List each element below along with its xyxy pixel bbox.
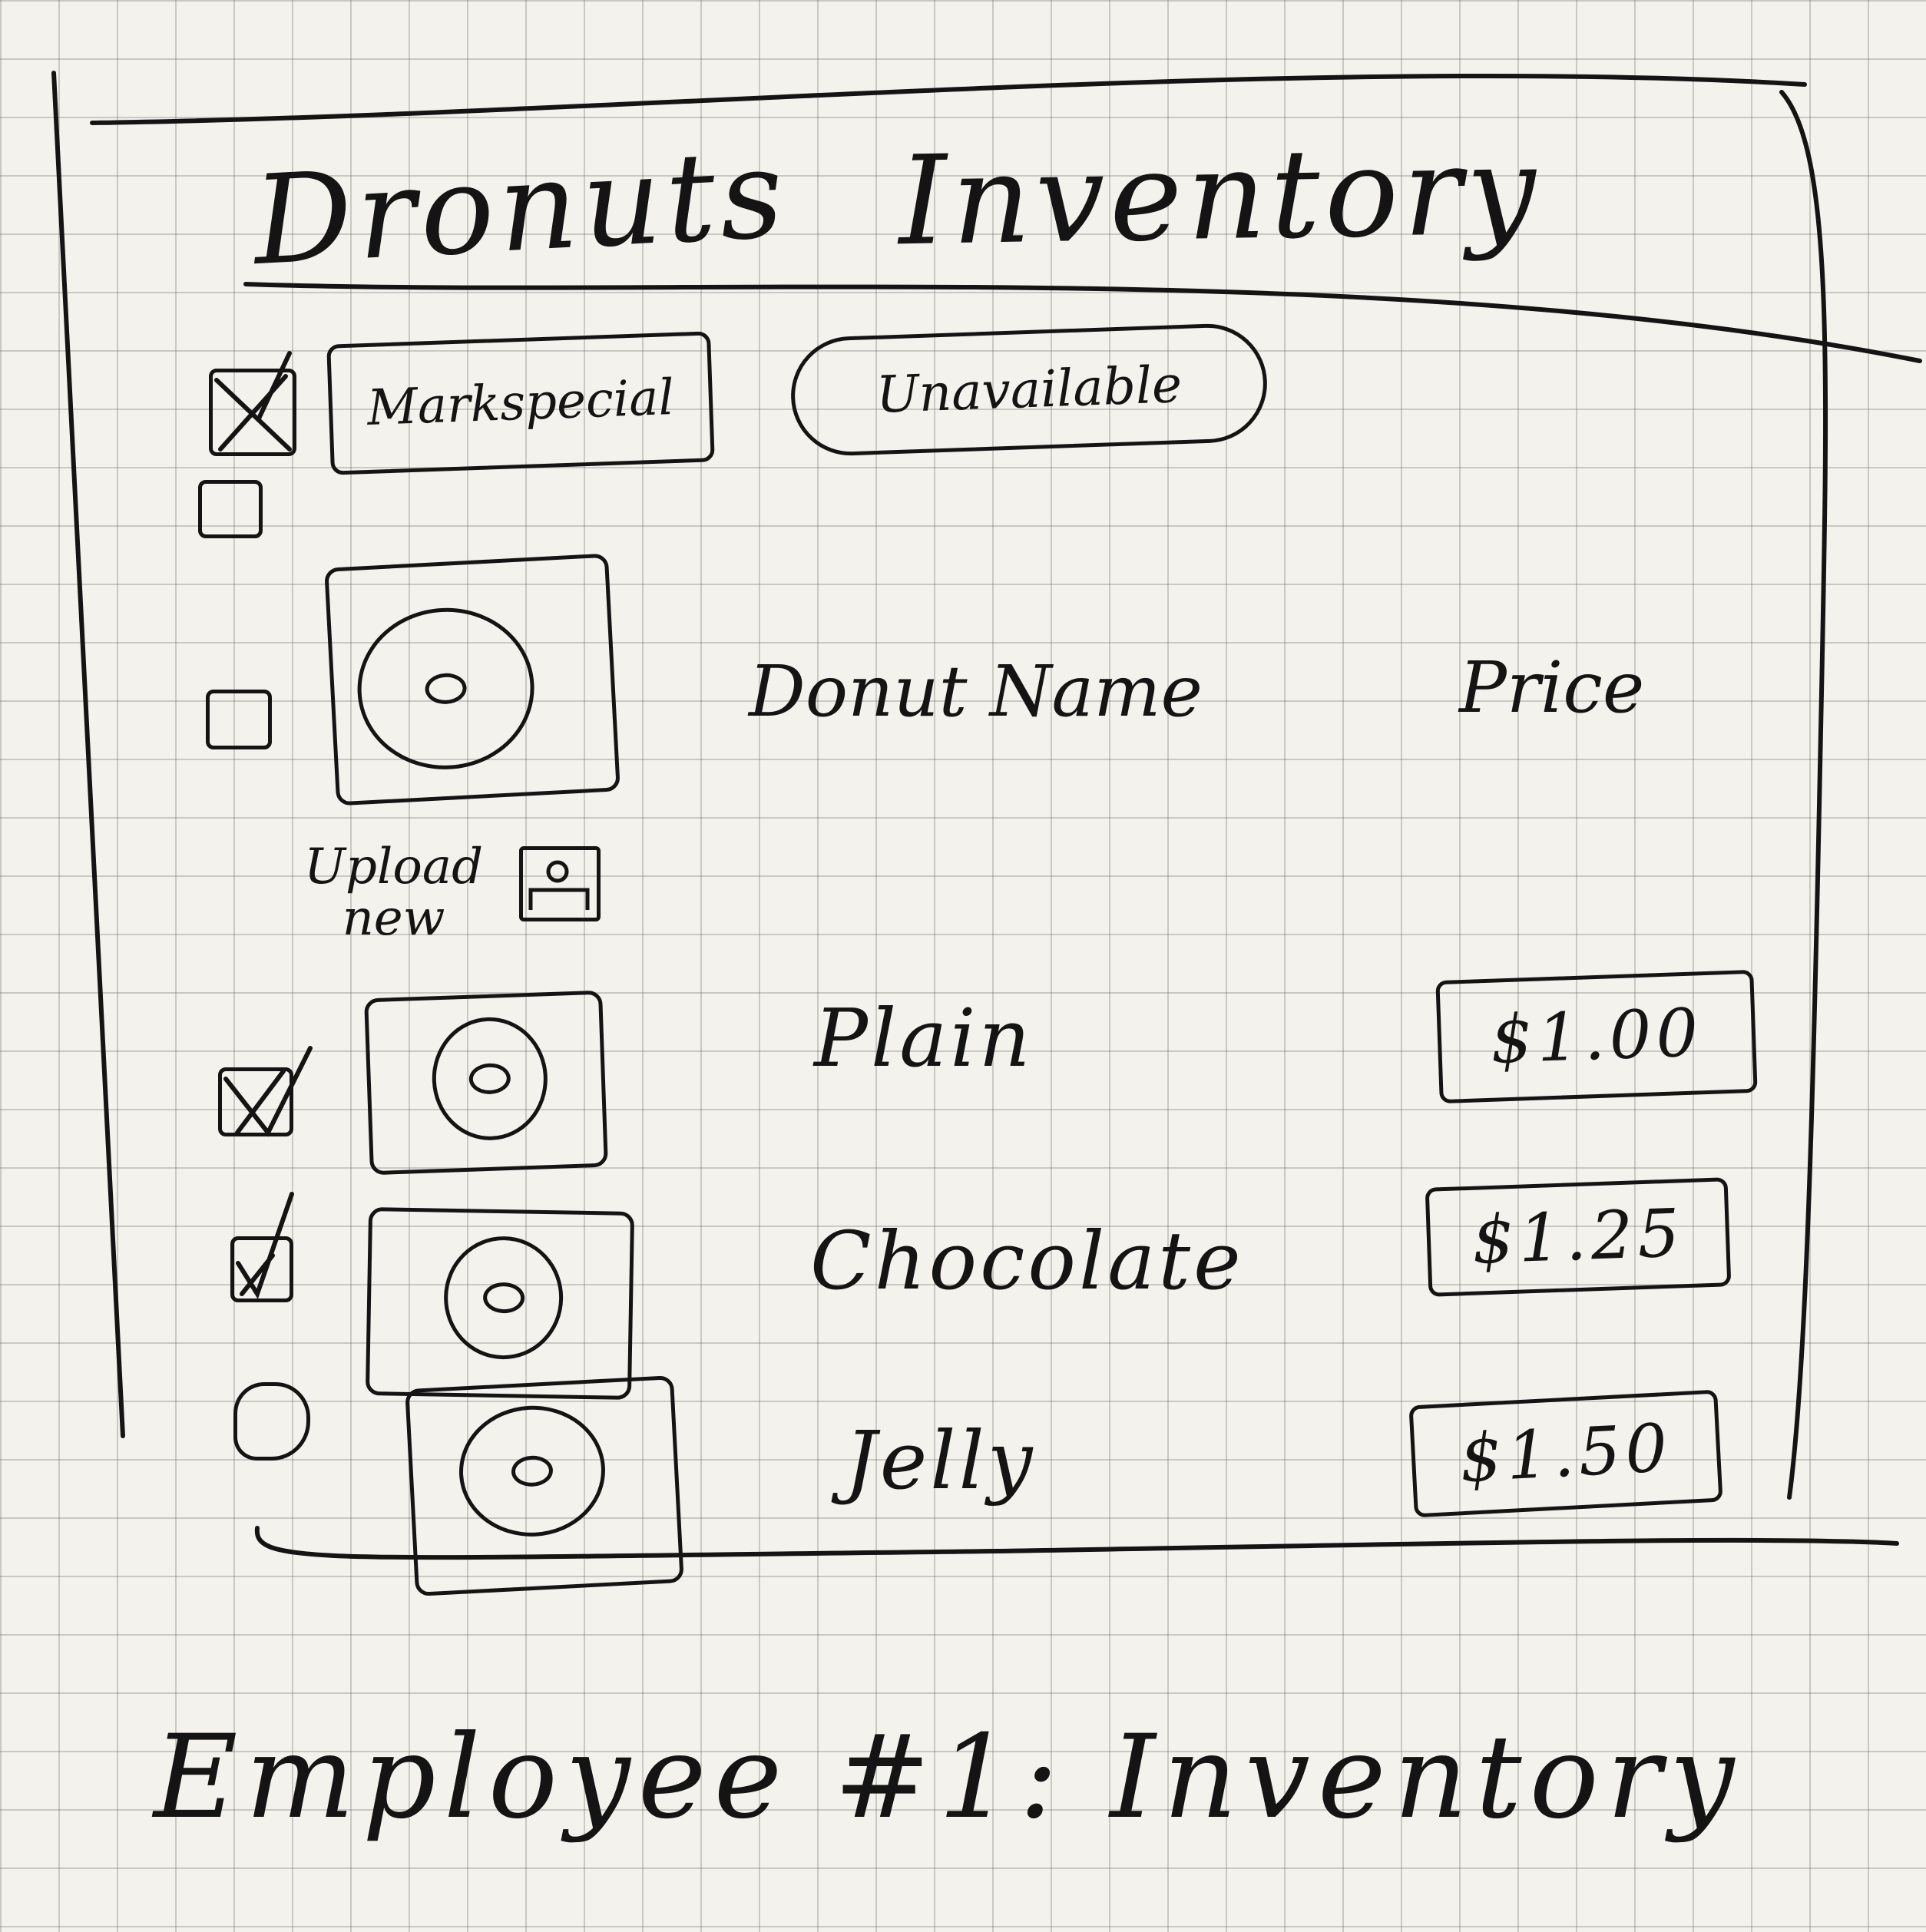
donut-name-jelly: Jelly bbox=[845, 1414, 1036, 1507]
donut-name-plain: Plain bbox=[814, 991, 1034, 1085]
app-title: Dronuts bbox=[250, 121, 791, 293]
toolbar-checkbox[interactable] bbox=[198, 480, 263, 538]
donut-thumbnail-chocolate bbox=[365, 1206, 635, 1401]
select-all-checkbox[interactable] bbox=[209, 351, 296, 456]
row-checkbox-plain[interactable] bbox=[218, 1046, 313, 1137]
sketch-caption: Employee #1: Inventory bbox=[154, 1711, 1742, 1844]
donut-thumbnail-jelly bbox=[405, 1375, 684, 1596]
donut-icon bbox=[430, 1015, 550, 1143]
price-field-chocolate[interactable]: $1.25 bbox=[1425, 1177, 1732, 1297]
checkmark-icon bbox=[236, 1192, 294, 1299]
upload-new-button[interactable]: Upload new bbox=[304, 839, 611, 972]
checkmark-icon bbox=[214, 351, 292, 452]
row-checkbox-chocolate[interactable] bbox=[230, 1192, 294, 1302]
row-checkbox-jelly[interactable] bbox=[233, 1382, 310, 1461]
column-header-price: Price bbox=[1459, 647, 1645, 729]
donut-icon bbox=[353, 603, 538, 774]
upload-icon bbox=[519, 846, 601, 921]
page-title: Inventory bbox=[897, 117, 1542, 273]
donut-thumbnail-plain bbox=[364, 990, 608, 1176]
image-placeholder bbox=[324, 553, 620, 806]
donut-icon bbox=[455, 1401, 609, 1540]
header-row-checkbox[interactable] bbox=[206, 690, 272, 749]
donut-icon bbox=[442, 1235, 564, 1361]
mark-special-button[interactable]: Markspecial bbox=[326, 331, 715, 475]
donut-name-chocolate: Chocolate bbox=[810, 1214, 1244, 1308]
checkmark-icon bbox=[223, 1046, 313, 1137]
column-header-name: Donut Name bbox=[749, 650, 1203, 733]
price-field-jelly[interactable]: $1.50 bbox=[1408, 1389, 1723, 1518]
image-upload-icon bbox=[528, 860, 590, 910]
upload-label: Upload new bbox=[304, 839, 484, 948]
unavailable-button[interactable]: Unavailable bbox=[789, 322, 1269, 458]
price-field-plain[interactable]: $1.00 bbox=[1435, 969, 1758, 1104]
